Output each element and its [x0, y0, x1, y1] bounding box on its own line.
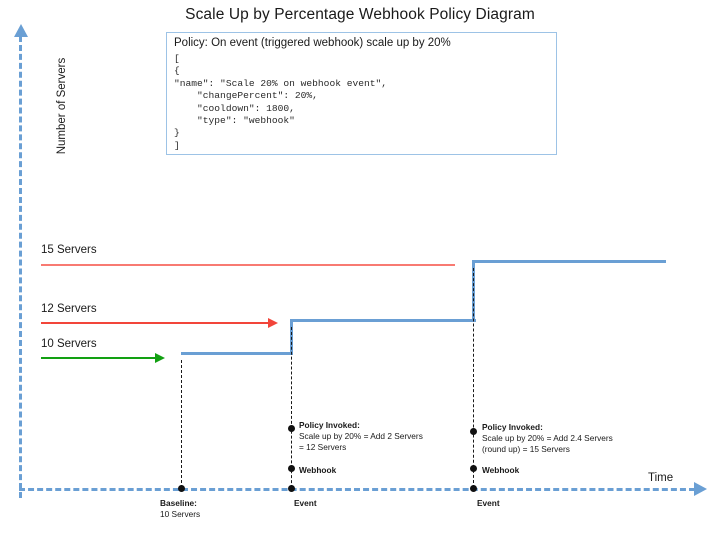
event-1-drop-line — [291, 327, 292, 488]
event-2-webhook-label: Webhook — [482, 465, 520, 475]
baseline-drop-line — [181, 360, 182, 488]
x-axis-arrow-icon — [694, 482, 707, 496]
level-guide-10-servers — [41, 357, 157, 359]
policy-box — [166, 32, 557, 155]
level-guide-12-arrowhead-icon — [268, 318, 278, 328]
policy-heading: Policy: On event (triggered webhook) sca… — [174, 37, 451, 49]
level-label-12-servers: 12 Servers — [41, 303, 97, 315]
event-1-webhook-label: Webhook — [299, 465, 337, 475]
tick-label-baseline-title: Baseline: — [160, 498, 197, 508]
tick-label-baseline-sub: 10 Servers — [160, 509, 201, 520]
tick-label-event-1: Event — [294, 498, 317, 509]
y-axis-label: Number of Servers — [56, 57, 68, 155]
event-1-axis-dot — [288, 485, 295, 492]
tick-label-event-2: Event — [477, 498, 500, 509]
event-2-axis-dot — [470, 485, 477, 492]
page-title: Scale Up by Percentage Webhook Policy Di… — [185, 6, 535, 23]
level-guide-12-servers — [41, 322, 270, 324]
level-label-15-servers: 15 Servers — [41, 244, 97, 256]
event-1-annotation-line2: = 12 Servers — [299, 442, 347, 453]
event-1-webhook-dot — [288, 465, 295, 472]
tick-label-event-2-title: Event — [477, 498, 500, 508]
event-2-annotation-line1: Scale up by 20% = Add 2.4 Servers — [482, 433, 613, 444]
y-axis-arrow-icon — [14, 24, 28, 37]
event-1-policy-dot — [288, 425, 295, 432]
event-2-drop-line — [473, 268, 474, 488]
step-segment-10-servers — [181, 352, 293, 356]
event-1-annotation-header: Policy Invoked: — [299, 420, 360, 430]
event-2-policy-dot — [470, 428, 477, 435]
policy-json-code: [ { "name": "Scale 20% on webhook event"… — [174, 53, 388, 151]
y-axis-line — [19, 36, 22, 498]
x-axis-label: Time — [648, 472, 674, 484]
x-axis-line — [19, 488, 695, 491]
event-2-annotation: Policy Invoked: Scale up by 20% = Add 2.… — [482, 422, 613, 456]
event-2-webhook-dot — [470, 465, 477, 472]
tick-label-baseline: Baseline: 10 Servers — [160, 498, 200, 520]
level-label-10-servers: 10 Servers — [41, 338, 97, 350]
step-segment-12-servers — [290, 319, 476, 323]
step-segment-15-servers — [472, 260, 666, 264]
event-1-annotation: Policy Invoked: Scale up by 20% = Add 2 … — [299, 420, 423, 454]
level-guide-10-arrowhead-icon — [155, 353, 165, 363]
event-2-annotation-line2: (round up) = 15 Servers — [482, 444, 570, 455]
event-2-annotation-header: Policy Invoked: — [482, 422, 543, 432]
event-1-annotation-line1: Scale up by 20% = Add 2 Servers — [299, 431, 423, 442]
level-guide-15-servers — [41, 264, 455, 266]
baseline-axis-dot — [178, 485, 185, 492]
tick-label-event-1-title: Event — [294, 498, 317, 508]
